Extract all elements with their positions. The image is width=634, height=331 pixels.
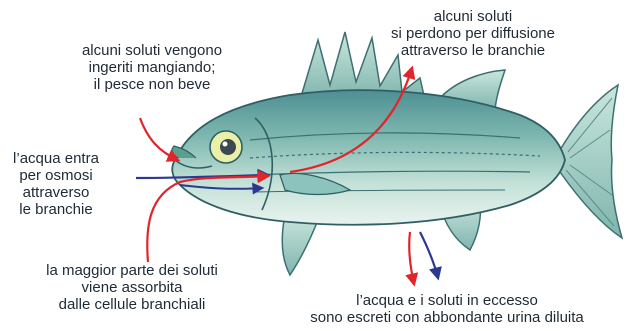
ingestion-arrow [140, 118, 178, 160]
excretion-arrow-water [420, 232, 438, 278]
label-excretion: l’acqua e i soluti in eccesso sono escre… [272, 292, 622, 326]
label-osmosis: l’acqua entra per osmosi attraverso le b… [0, 150, 112, 218]
label-diffusion: alcuni soluti si perdono per diffusione … [378, 8, 568, 59]
fish-eye [210, 131, 242, 163]
tail-fin [560, 85, 622, 238]
label-ingestion: alcuni soluti vengono ingeriti mangiando… [62, 42, 242, 93]
excretion-arrow-solutes [409, 232, 414, 284]
label-absorption: la maggior parte dei soluti viene assorb… [22, 262, 242, 313]
